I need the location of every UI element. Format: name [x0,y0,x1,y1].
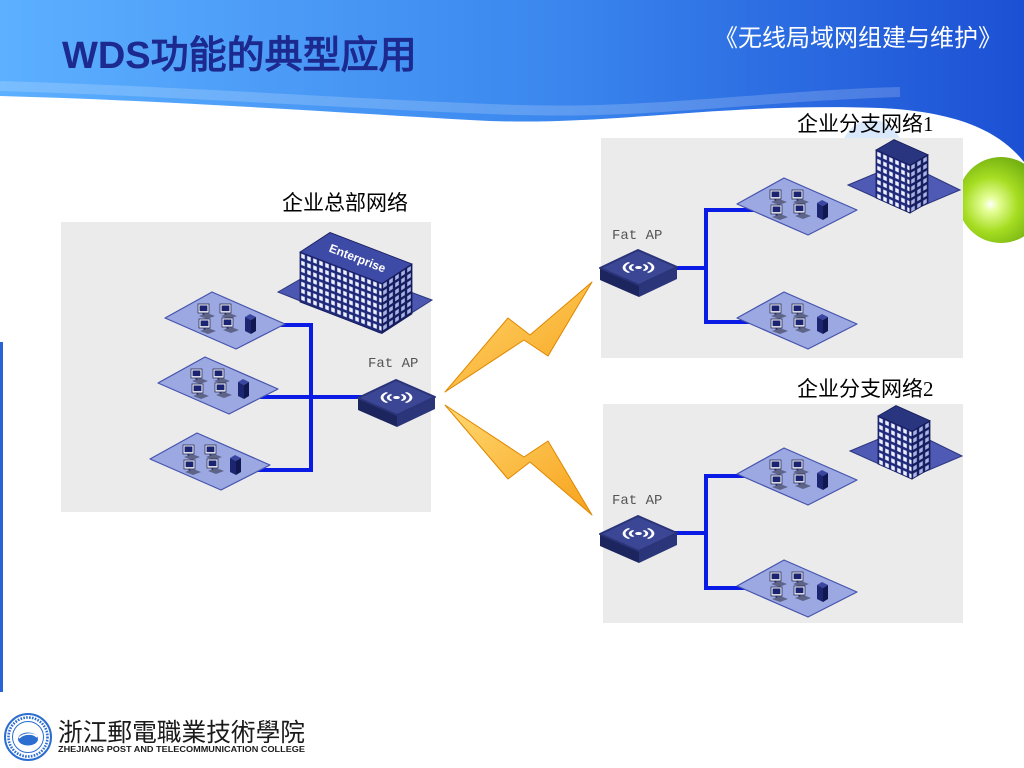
wireless-link-2-lightning-icon [444,404,593,516]
course-title: 《无线局域网组建与维护》 [714,24,1002,52]
college-name-cn: 浙江郵電職業技術學院 [58,718,305,747]
header-highlight [0,81,901,116]
left-edge-bar [0,342,3,692]
branch-1-network-label: 企业分支网络1 [797,112,934,136]
college-logo-icon [4,713,52,761]
slide-title: WDS功能的典型应用 [62,35,417,77]
branch-2-ap-label: Fat AP [612,493,662,509]
hq-office-building-icon: Enterprise [276,232,434,335]
hq-network-label: 企业总部网络 [282,191,408,215]
header-banner [0,0,1024,162]
branch-2-network-label: 企业分支网络2 [797,377,934,401]
branch-1-ap-label: Fat AP [612,228,662,244]
decorative-green-circle [958,157,1024,243]
hq-ap-label: Fat AP [368,356,418,372]
college-name-en: ZHEJIANG POST AND TELECOMMUNICATION COLL… [58,744,305,754]
wireless-link-1-lightning-icon [444,281,593,393]
